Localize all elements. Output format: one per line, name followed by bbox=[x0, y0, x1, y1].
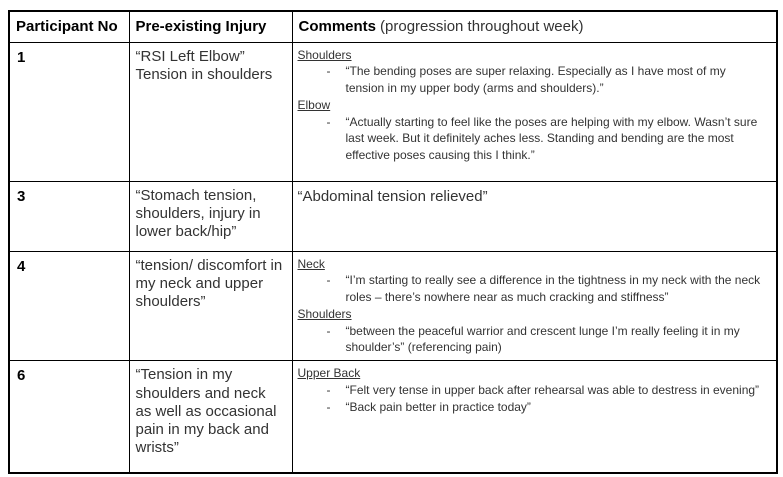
comments-cell: “Abdominal tension relieved” bbox=[291, 180, 778, 252]
participant-number-cell: 4 bbox=[8, 250, 130, 362]
table-row: 1“RSI Left Elbow” Tension in shoulders Sh… bbox=[8, 41, 778, 182]
comment-bullet-item: -“I’m starting to really see a differenc… bbox=[298, 272, 765, 306]
comments-header-title: Comments bbox=[298, 18, 377, 36]
comment-plain-text: “Abdominal tension relieved” bbox=[297, 187, 488, 205]
bullet-dash: - bbox=[326, 383, 331, 398]
pre-existing-injury-cell: “RSI Left Elbow” Tension in shoulders bbox=[128, 41, 293, 182]
comment-bullet-item: -“Felt very tense in upper back after re… bbox=[298, 382, 765, 399]
col-header-comments: Comments(progression throughout week) bbox=[291, 10, 778, 43]
comments-cell: Upper Back-“Felt very tense in upper bac… bbox=[291, 360, 778, 474]
comment-bullet-text: “Actually starting to feel like the pose… bbox=[345, 114, 758, 163]
col-header-pre-existing-injury: Pre-existing Injury bbox=[128, 10, 293, 43]
participants-table: Participant No Pre-existing Injury Comme… bbox=[8, 10, 778, 474]
comment-section-heading: Upper Back bbox=[297, 366, 361, 381]
comment-bullet-item: -“The bending poses are super relaxing. … bbox=[298, 63, 765, 97]
pre-existing-injury-cell: “Stomach tension, shoulders, injury in l… bbox=[128, 180, 293, 252]
comment-section-heading: Elbow bbox=[297, 97, 331, 112]
comments-cell: Neck-“I’m starting to really see a diffe… bbox=[291, 250, 778, 362]
comment-bullet-item: -“Actually starting to feel like the pos… bbox=[298, 114, 765, 164]
comment-bullet-text: “Felt very tense in upper back after reh… bbox=[345, 383, 760, 398]
comment-bullet-item: -“Back pain better in practice today” bbox=[298, 399, 765, 416]
pre-existing-injury-cell: “tension/ discomfort in my neck and uppe… bbox=[128, 250, 293, 362]
col-header-participant-no: Participant No bbox=[8, 10, 130, 43]
bullet-dash: - bbox=[326, 273, 331, 288]
comment-bullet-text: “Back pain better in practice today” bbox=[345, 399, 531, 414]
comment-bullet-text: “between the peaceful warrior and cresce… bbox=[345, 323, 740, 355]
table-row: 3“Stomach tension, shoulders, injury in … bbox=[8, 180, 778, 252]
bullet-dash: - bbox=[326, 64, 331, 79]
comment-section-heading: Shoulders bbox=[297, 47, 352, 62]
comment-section-heading: Neck bbox=[297, 256, 325, 271]
comment-bullet-text: “I’m starting to really see a difference… bbox=[345, 273, 761, 305]
comments-header-subtitle: (progression throughout week) bbox=[380, 18, 584, 36]
table-row: 6“Tension in my shoulders and neck as we… bbox=[8, 360, 778, 474]
participant-number-cell: 1 bbox=[8, 41, 130, 182]
comment-bullet-text: “The bending poses are super relaxing. E… bbox=[345, 64, 726, 96]
comment-section-heading: Shoulders bbox=[297, 306, 352, 321]
pre-existing-injury-cell: “Tension in my shoulders and neck as wel… bbox=[128, 360, 293, 474]
participant-number-cell: 3 bbox=[8, 180, 130, 252]
bullet-dash: - bbox=[326, 399, 331, 414]
bullet-dash: - bbox=[326, 114, 331, 129]
header-row: Participant No Pre-existing Injury Comme… bbox=[8, 10, 778, 43]
table-row: 4“tension/ discomfort in my neck and upp… bbox=[8, 250, 778, 362]
comments-cell: Shoulders-“The bending poses are super r… bbox=[291, 41, 778, 182]
participant-number-cell: 6 bbox=[8, 360, 130, 474]
comment-bullet-item: -“between the peaceful warrior and cresc… bbox=[298, 323, 765, 357]
bullet-dash: - bbox=[326, 323, 331, 338]
